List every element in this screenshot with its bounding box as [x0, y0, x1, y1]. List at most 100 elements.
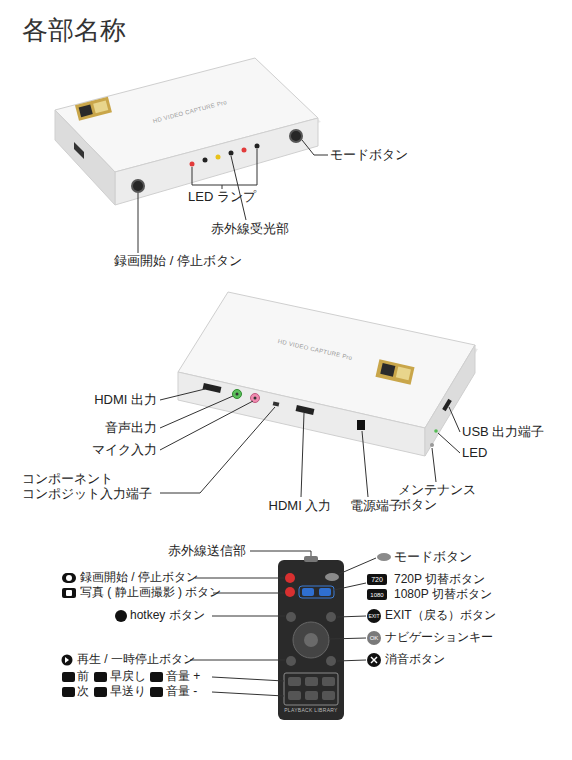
- exit-icon: EXIT: [367, 609, 381, 623]
- resolution-frame: [299, 586, 334, 598]
- part-label: 電源端子: [350, 499, 402, 514]
- mode-icon: [377, 553, 391, 561]
- playback-panel: [284, 673, 338, 705]
- part-label: マイク入力: [92, 443, 157, 458]
- panel-key: [322, 677, 335, 686]
- play-key: [286, 656, 296, 666]
- gold-badge: [375, 359, 414, 385]
- play-icon-mark: [65, 657, 69, 663]
- badge-mark: [396, 367, 411, 381]
- led: [242, 148, 247, 153]
- mode-button-ring: [289, 129, 303, 143]
- panel-key: [288, 677, 301, 686]
- leader-line: [190, 660, 285, 661]
- ir-receiver: [229, 151, 234, 156]
- mute-icon-mark: [371, 657, 377, 663]
- part-label: LED: [462, 446, 487, 461]
- part-label: HDMI 入力: [269, 499, 332, 514]
- badge-mark: [79, 104, 93, 117]
- ok-icon: OK: [367, 631, 381, 645]
- badge-mark: [380, 363, 395, 377]
- part-label: 赤外線送信部: [168, 544, 246, 559]
- nav-ring: [293, 622, 329, 658]
- ir-emitter: [304, 556, 318, 562]
- page-title: 各部名称: [22, 16, 126, 46]
- part-label: メンテナンス ボタン: [398, 482, 483, 512]
- av-port: [273, 401, 280, 406]
- ok-key: [304, 633, 318, 647]
- leader-line: [334, 583, 366, 590]
- mute-icon: [367, 653, 381, 667]
- device-front: [115, 118, 318, 205]
- part-label: 写真 ( 静止画撮影 ) ボタン: [80, 586, 221, 600]
- part-label: 音声出力: [105, 421, 157, 436]
- panel-key: [322, 691, 335, 700]
- resolution-icon: 1080: [367, 589, 387, 600]
- icon-text: OK: [370, 635, 379, 641]
- part-label: 早戻し: [110, 670, 146, 684]
- record-icon: [62, 573, 76, 583]
- leader-line: [212, 616, 285, 617]
- leader-line: [195, 578, 284, 579]
- leader-lines-rear: [160, 389, 460, 497]
- mode-key: [325, 573, 339, 581]
- play-icon: [62, 655, 73, 666]
- gold-badge: [75, 97, 112, 121]
- leader-line: [432, 448, 436, 482]
- mute-key: [326, 656, 336, 666]
- led: [255, 144, 260, 149]
- device-side: [425, 345, 475, 456]
- leader-line: [438, 433, 460, 453]
- hotkey-icon: [115, 610, 127, 622]
- part-label: モードボタン: [394, 550, 472, 565]
- leader-line: [337, 616, 366, 617]
- part-label: EXIT（戻る）ボタン: [385, 609, 496, 623]
- hdmi-in-port: [296, 405, 315, 415]
- rewind-icon: [94, 672, 107, 682]
- device-front: [178, 372, 425, 456]
- panel-key: [305, 677, 318, 686]
- device-side: [55, 110, 115, 205]
- leader-line: [160, 401, 253, 450]
- badge-mark: [93, 100, 108, 113]
- leader-lines-front: [138, 140, 328, 253]
- record-button: [133, 181, 143, 191]
- part-label: hotkey ボタン: [130, 609, 205, 623]
- led: [434, 429, 438, 433]
- volume-up-icon: [150, 672, 163, 682]
- capture-device-front: [55, 58, 321, 205]
- record-icon-dot: [66, 575, 72, 581]
- leader-line: [302, 140, 328, 155]
- led: [190, 162, 195, 167]
- panel-key: [288, 691, 301, 700]
- leader-line: [449, 407, 460, 432]
- record-key: [285, 573, 295, 583]
- badge-plate: [375, 359, 414, 385]
- part-label: モードボタン: [330, 148, 408, 163]
- leader-line: [231, 156, 246, 220]
- leader-line: [212, 677, 284, 681]
- mute-icon-mark: [371, 657, 377, 663]
- part-label: USB 出力端子: [462, 425, 544, 440]
- resolution-icon: 720: [367, 574, 387, 585]
- leader-line: [301, 413, 304, 497]
- panel-key: [305, 691, 318, 700]
- part-label: 前: [77, 670, 89, 684]
- badge-plate: [75, 97, 112, 121]
- leader-line: [212, 692, 284, 696]
- photo-icon: [62, 588, 76, 598]
- port-body: [273, 401, 280, 406]
- part-label: コンポーネント コンポジット入力端子: [22, 471, 172, 501]
- part-label: LED ランプ: [188, 190, 256, 205]
- part-label: 1080P 切替ボタン: [394, 588, 492, 602]
- part-label: HDMI 出力: [94, 393, 157, 408]
- icon-text: 1080: [370, 592, 383, 598]
- hdmi-out-port: [203, 383, 222, 393]
- led: [203, 158, 208, 163]
- legend-icons: [62, 553, 392, 697]
- led: [216, 155, 221, 160]
- prev-icon: [62, 672, 75, 682]
- next-icon: [62, 687, 75, 697]
